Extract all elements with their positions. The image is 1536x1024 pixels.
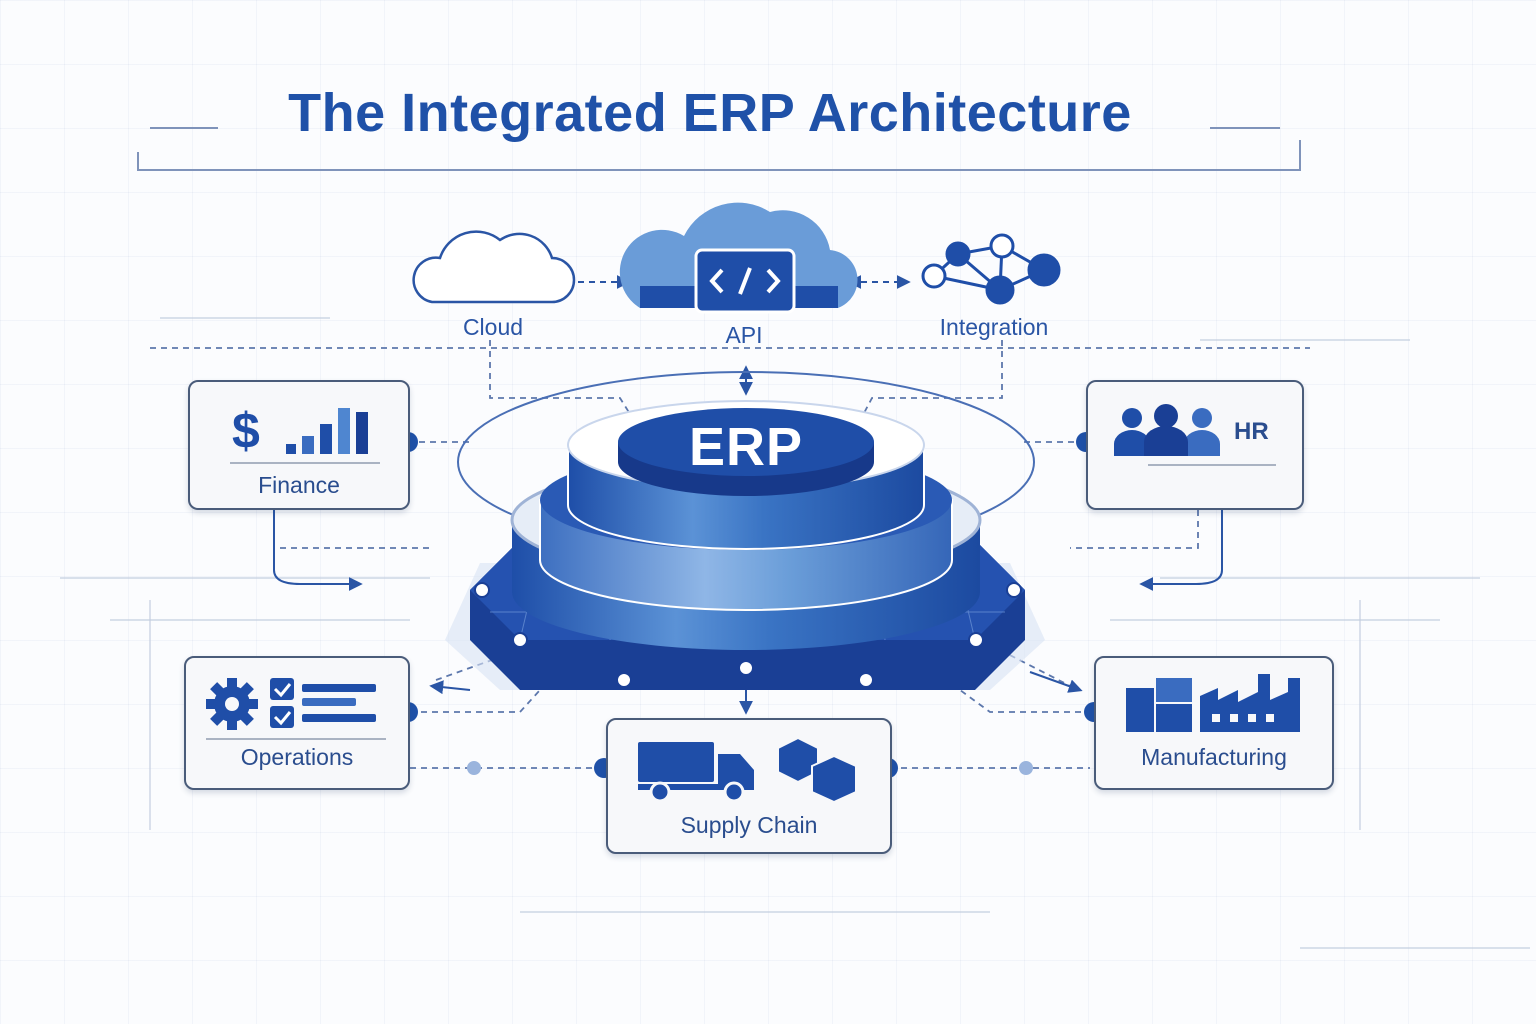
network-nodes-icon: [921, 233, 1061, 305]
integration-label: Integration: [939, 314, 1049, 340]
operations-label: Operations: [240, 744, 354, 770]
background-lines: [60, 317, 1530, 949]
hr-label: HR: [1234, 418, 1269, 445]
page-title: The Integrated ERP Architecture: [288, 83, 1132, 143]
supply-chain-label: Supply Chain: [680, 812, 818, 838]
hr-card[interactable]: HR: [1086, 380, 1304, 510]
title-underline: [137, 127, 1301, 171]
erp-core-label: ERP: [688, 417, 804, 477]
code-cloud-icon: [619, 202, 858, 314]
cloud-icon: [412, 230, 576, 304]
gear-checklist-icon: [206, 678, 376, 730]
api-label: API: [725, 322, 763, 348]
finance-card[interactable]: $ Finance: [188, 380, 410, 510]
operations-card[interactable]: Operations: [184, 656, 410, 790]
people-icon: [1114, 404, 1220, 456]
manufacturing-label: Manufacturing: [1141, 744, 1287, 770]
arrow-connectors: [273, 275, 1223, 715]
svg-text:$: $: [232, 403, 260, 459]
truck-boxes-icon: [638, 736, 857, 802]
dollar-chart-icon: $: [232, 403, 368, 459]
finance-divider: [230, 462, 380, 464]
supply-chain-card[interactable]: Supply Chain: [606, 718, 892, 854]
manufacturing-card[interactable]: Manufacturing: [1094, 656, 1334, 790]
finance-label: Finance: [258, 472, 340, 498]
operations-divider: [206, 738, 386, 740]
erp-cylinder: [510, 400, 982, 650]
factory-icon: [1126, 674, 1300, 732]
hr-divider: [1148, 464, 1276, 466]
cloud-label: Cloud: [462, 314, 524, 340]
